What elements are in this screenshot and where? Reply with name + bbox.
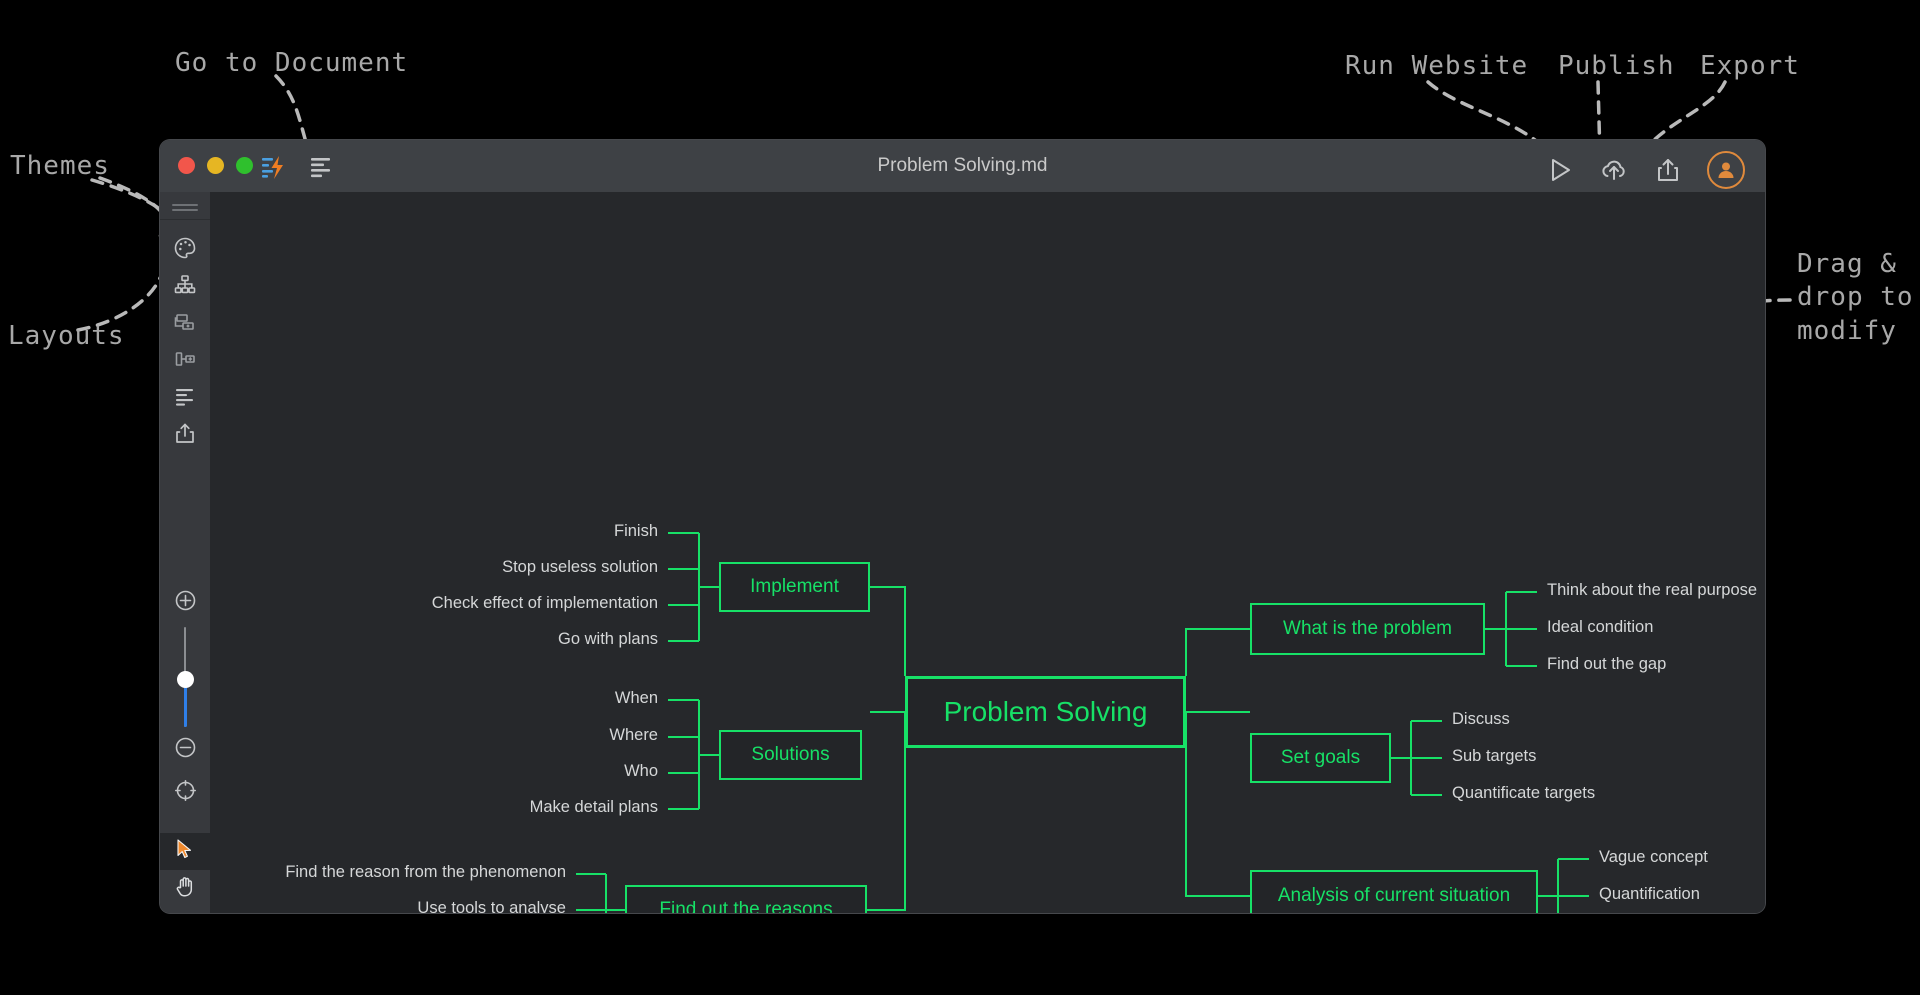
mindmap-leaf[interactable]: Discuss (1452, 710, 1510, 728)
titlebar: Problem Solving.md (160, 140, 1765, 193)
mindmap-leaf[interactable]: Ideal condition (1547, 618, 1654, 636)
node-label: Solutions (751, 744, 830, 765)
app-window: Problem Solving.md (160, 140, 1765, 913)
mindmap-leaf[interactable]: Stop useless solution (502, 558, 658, 576)
sidebar-gap (160, 454, 210, 584)
mindmap-node-analysis-of-current-situation[interactable]: Analysis of current situation (1250, 870, 1538, 913)
mindmap-leaf[interactable]: Make detail plans (529, 798, 658, 816)
node-label: Implement (750, 576, 839, 597)
sidebar-item-export[interactable] (160, 417, 210, 454)
mindmap-leaf[interactable]: Use tools to analyse (417, 899, 566, 913)
tree-chart-icon (173, 347, 197, 376)
sidebar-drag-handle[interactable] (172, 204, 198, 206)
palette-icon (173, 236, 197, 265)
mindmap-node-find-out-the-reasons[interactable]: Find out the reasons (625, 885, 867, 913)
node-label: Set goals (1280, 747, 1361, 768)
outline-lines-icon (173, 384, 197, 413)
node-label: What is the problem (1283, 618, 1452, 639)
mindmap-leaf[interactable]: Find out the gap (1547, 655, 1667, 673)
annotation-run-website: Run Website (1345, 51, 1529, 81)
mindmap-node-solutions[interactable]: Solutions (719, 730, 862, 780)
zoom-slider-fill (183, 681, 187, 727)
sidebar-item-logic-chart[interactable] (160, 306, 210, 343)
annotation-go-to-document: Go to Document (175, 48, 409, 78)
mindmap-leaf[interactable]: Find the reason from the phenomenon (285, 863, 566, 881)
run-website-icon[interactable] (1545, 155, 1575, 185)
mindmap-node-what-is-the-problem[interactable]: What is the problem (1250, 603, 1485, 655)
sidebar (160, 192, 211, 913)
sidebar-drag-handle-2 (172, 209, 198, 211)
maximize-window-button[interactable] (236, 157, 253, 174)
logic-chart-icon (173, 310, 197, 339)
document-lines-icon[interactable] (306, 152, 336, 182)
sidebar-divider (160, 219, 210, 220)
mindmap-leaf[interactable]: Sub targets (1452, 747, 1537, 765)
mindmap-node-set-goals[interactable]: Set goals (1250, 733, 1391, 783)
zoom-slider-handle[interactable] (177, 671, 194, 688)
titlebar-right-icons (1545, 151, 1745, 189)
select-tool-button[interactable] (160, 833, 210, 870)
mindmap-leaf[interactable]: Who (624, 762, 658, 780)
node-label: Problem Solving (943, 696, 1148, 727)
annotation-themes: Themes (10, 151, 110, 181)
cursor-arrow-icon (174, 838, 196, 865)
user-avatar-icon[interactable] (1707, 151, 1745, 189)
preview-tool-button[interactable] (160, 907, 210, 913)
mindmap-leaf[interactable]: Quantificate targets (1452, 784, 1596, 802)
fit-to-screen-button[interactable] (160, 774, 210, 811)
minimize-window-button[interactable] (207, 157, 224, 174)
zoom-out-icon (174, 736, 197, 764)
zoom-slider[interactable] (160, 621, 210, 731)
sidebar-item-outline[interactable] (160, 380, 210, 417)
publish-cloud-icon[interactable] (1599, 155, 1629, 185)
mindmap-node-root[interactable]: Problem Solving (905, 676, 1186, 748)
annotation-drag-drop: Drag & drop to modify (1797, 249, 1914, 346)
close-window-button[interactable] (178, 157, 195, 174)
export-share-icon[interactable] (1653, 155, 1683, 185)
annotation-layouts: Layouts (8, 321, 125, 351)
export-up-icon (173, 421, 197, 450)
org-chart-icon (173, 273, 197, 302)
zoom-in-icon (174, 589, 197, 617)
mindmap-leaf[interactable]: Vague concept (1599, 848, 1708, 866)
annotation-export: Export (1700, 51, 1800, 81)
titlebar-left-icons (258, 152, 336, 182)
hand-icon (174, 875, 197, 903)
window-controls (178, 157, 253, 174)
mindmap-leaf[interactable]: Check effect of implementation (431, 594, 658, 612)
pan-tool-button[interactable] (160, 870, 210, 907)
sidebar-gap-2 (160, 811, 210, 833)
mindmap-connectors (576, 531, 1589, 913)
outline-lightning-icon[interactable] (258, 152, 288, 182)
node-label: Analysis of current situation (1277, 885, 1511, 906)
fit-to-screen-icon (174, 779, 197, 807)
sidebar-item-themes[interactable] (160, 232, 210, 269)
mindmap-leaf[interactable]: Go with plans (558, 630, 658, 648)
sidebar-item-layouts[interactable] (160, 269, 210, 306)
sidebar-item-tree-chart[interactable] (160, 343, 210, 380)
window-title: Problem Solving.md (877, 155, 1048, 176)
mindmap-leaf[interactable]: When (614, 689, 658, 707)
mindmap-node-implement[interactable]: Implement (719, 562, 870, 612)
mindmap-leaf[interactable]: Think about the real purpose (1547, 581, 1758, 599)
mindmap-leaf[interactable]: Quantification (1599, 885, 1700, 903)
zoom-out-button[interactable] (160, 731, 210, 768)
zoom-in-button[interactable] (160, 584, 210, 621)
mindmap-leaf[interactable]: Finish (613, 522, 658, 540)
node-label: Find out the reasons (659, 899, 833, 913)
mindmap-leaf[interactable]: Where (609, 726, 658, 744)
annotation-publish: Publish (1558, 51, 1675, 81)
mindmap-canvas[interactable]: Problem Solving Implement Solutions Find… (210, 192, 1765, 913)
